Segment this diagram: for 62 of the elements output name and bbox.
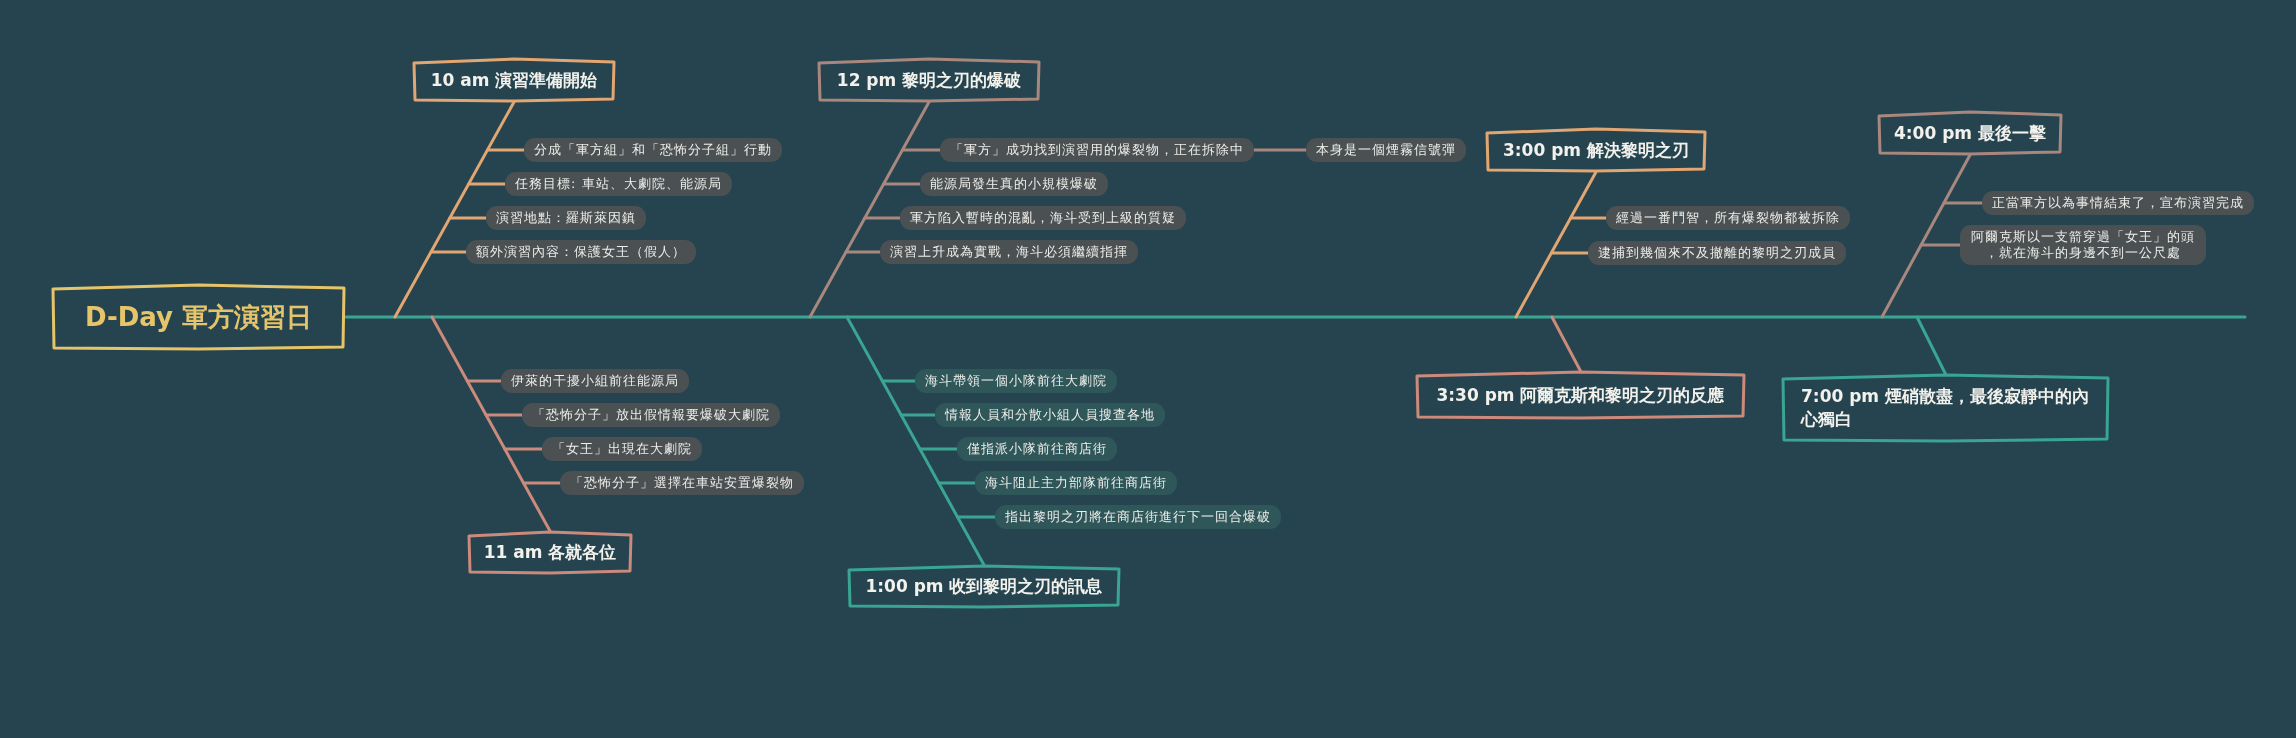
topic-box: 7:00 pm 煙硝散盡，最後寂靜中的內心獨白 xyxy=(1781,373,2110,443)
branch-line xyxy=(1915,315,1947,376)
connector-line xyxy=(918,447,959,451)
connector-line xyxy=(465,379,503,383)
subtopic-label: 正當軍方以為事情結束了，宣布演習完成 xyxy=(1982,191,2254,215)
connector-line xyxy=(503,447,544,451)
topic-box: 11 am 各就各位 xyxy=(467,530,633,575)
connector-line xyxy=(1942,201,1984,205)
connector-line xyxy=(1549,251,1590,255)
subtopic-label: 逮捕到幾個來不及撤離的黎明之刃成員 xyxy=(1588,241,1846,265)
subtopic-label: 指出黎明之刃將在商店街進行下一回合爆破 xyxy=(995,505,1281,529)
connector-line xyxy=(880,379,917,383)
subtopic-label: 任務目標: 車站、大劇院、能源局 xyxy=(505,172,732,196)
subtopic-label: 額外演習內容：保護女王（假人） xyxy=(466,240,696,264)
subtopic-label: 分成「軍方組」和「恐怖分子組」行動 xyxy=(524,138,782,162)
branch-line xyxy=(430,315,552,533)
topic-box: 12 pm 黎明之刃的爆破 xyxy=(817,57,1041,103)
connector-line xyxy=(937,481,977,485)
connector-line xyxy=(484,413,524,417)
subtopic-label: 演習地點：羅斯萊因鎮 xyxy=(486,206,646,230)
connector-line xyxy=(844,250,882,254)
topic-box: 4:00 pm 最後一擊 xyxy=(1877,110,2063,156)
subtopic-label: 僅指派小隊前往商店街 xyxy=(957,437,1117,461)
connector-line xyxy=(467,182,507,186)
branch-line xyxy=(393,100,516,319)
subtopic-label: 伊萊的干擾小組前往能源局 xyxy=(501,369,689,393)
connector-line xyxy=(899,413,937,417)
subtopic-label: 「恐怖分子」放出假情報要爆破大劇院 xyxy=(522,403,780,427)
branch-line xyxy=(845,315,986,567)
central-topic-box: D-Day 軍方演習日 xyxy=(51,283,346,351)
spine-line xyxy=(344,315,2247,319)
subtopic-label: 演習上升成為實戰，海斗必須繼續指揮 xyxy=(880,240,1138,264)
subtopic-label: 阿爾克斯以一支箭穿過「女王」的頭，就在海斗的身邊不到一公尺處 xyxy=(1960,225,2206,265)
connector-line xyxy=(1569,216,1608,220)
connector-line xyxy=(522,481,562,485)
subtopic-label: 情報人員和分散小組人員搜查各地 xyxy=(935,403,1165,427)
connector-line xyxy=(1252,148,1308,152)
subtopic-label: 海斗阻止主力部隊前往商店街 xyxy=(975,471,1177,495)
topic-box: 3:00 pm 解決黎明之刃 xyxy=(1485,127,1707,173)
topic-box: 1:00 pm 收到黎明之刃的訊息 xyxy=(847,564,1121,609)
subtopic-label: 「恐怖分子」選擇在車站安置爆裂物 xyxy=(560,471,804,495)
subtopic-label: 經過一番鬥智，所有爆裂物都被拆除 xyxy=(1606,206,1850,230)
topic-box: 10 am 演習準備開始 xyxy=(412,57,616,103)
branch-line xyxy=(1514,170,1598,319)
branch-line xyxy=(808,100,931,319)
connector-line xyxy=(863,216,902,220)
connector-line xyxy=(485,148,526,152)
connector-line xyxy=(429,250,468,254)
connector-line xyxy=(900,148,942,152)
connector-line xyxy=(1919,243,1962,247)
subtopic-label: 軍方陷入暫時的混亂，海斗受到上級的質疑 xyxy=(900,206,1186,230)
branch-line xyxy=(1880,153,1972,319)
topic-box: 3:30 pm 阿爾克斯和黎明之刃的反應 xyxy=(1415,370,1746,420)
connector-line xyxy=(882,182,922,186)
connector-line xyxy=(956,515,997,519)
subtopic-label: 海斗帶領一個小隊前往大劇院 xyxy=(915,369,1117,393)
subtopic-label: 本身是一個煙霧信號彈 xyxy=(1306,138,1466,162)
subtopic-label: 能源局發生真的小規模爆破 xyxy=(920,172,1108,196)
branch-line xyxy=(1550,315,1582,373)
subtopic-label: 「軍方」成功找到演習用的爆裂物，正在拆除中 xyxy=(940,138,1254,162)
subtopic-label: 「女王」出現在大劇院 xyxy=(542,437,702,461)
connector-line xyxy=(448,216,488,220)
